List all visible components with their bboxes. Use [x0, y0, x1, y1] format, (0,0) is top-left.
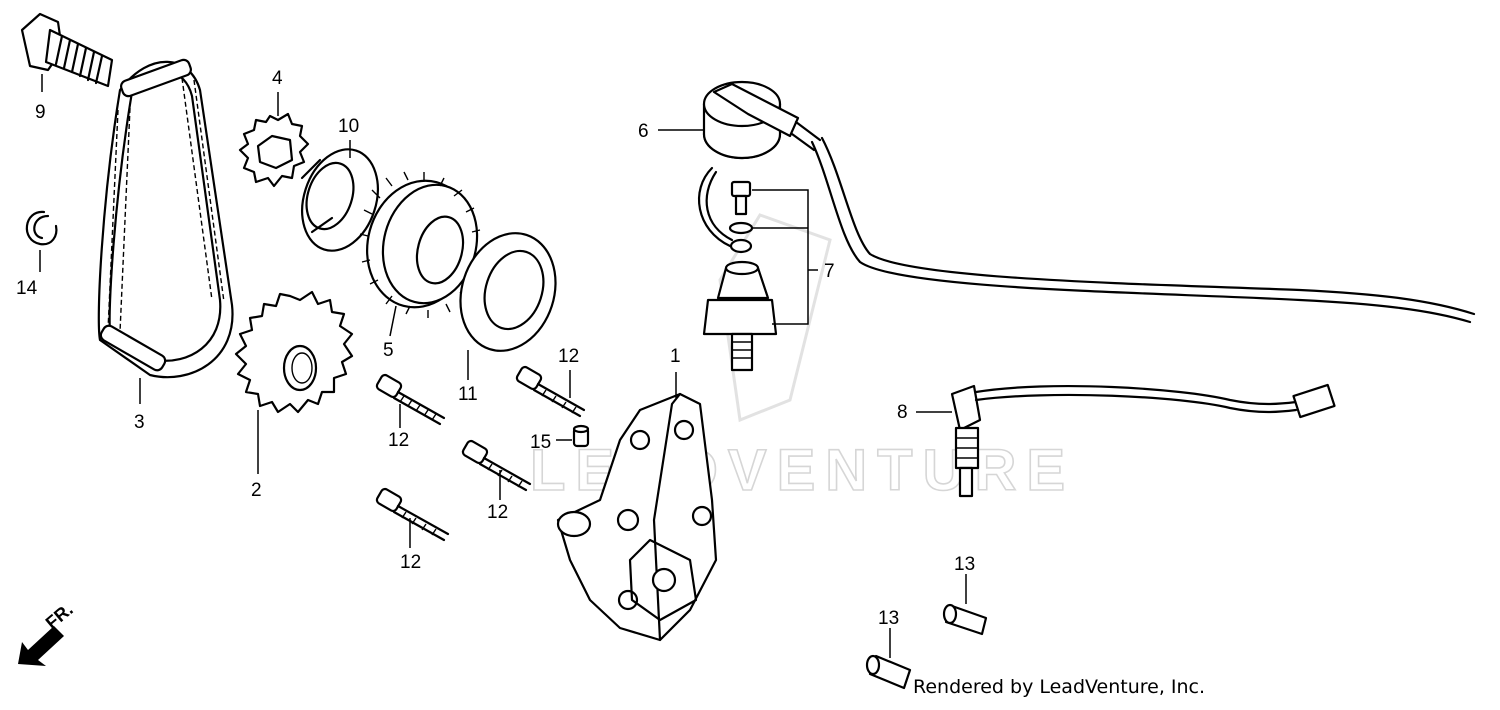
part-11-washer[interactable]: [446, 221, 571, 364]
callout-12-d: 12: [400, 552, 421, 573]
callout-2: 2: [251, 480, 262, 501]
callout-7: 7: [824, 261, 835, 282]
callout-4: 4: [272, 68, 283, 89]
callout-5: 5: [383, 340, 394, 361]
part-14-circlip[interactable]: [25, 210, 58, 246]
part-9-bolt[interactable]: [20, 12, 114, 88]
part-1-oil-pump[interactable]: [556, 392, 718, 642]
part-3-chain[interactable]: [97, 58, 234, 379]
part-12-bolt-upper-left[interactable]: [375, 373, 446, 426]
part-8-neutral-switch[interactable]: [950, 383, 1336, 498]
callout-9: 9: [35, 102, 46, 123]
callout-1: 1: [670, 346, 681, 367]
part-15-dowel-pin[interactable]: [572, 424, 590, 448]
part-12-bolt-lower[interactable]: [375, 487, 450, 542]
harness-wire: [698, 136, 1476, 324]
front-indicator-label: FR.: [42, 599, 77, 633]
part-12-bolt-upper-right[interactable]: [515, 365, 586, 418]
part-12-bolt-middle[interactable]: [461, 439, 532, 492]
part-4-sprocket[interactable]: [238, 112, 310, 188]
leader-lines: [39, 74, 967, 658]
callout-14: 14: [16, 278, 38, 299]
part-5-gear[interactable]: [353, 169, 490, 320]
part-7-pressure-switch[interactable]: [702, 180, 778, 372]
part-6-coil[interactable]: [702, 80, 822, 160]
callout-13-a: 13: [954, 554, 975, 575]
callout-11: 11: [458, 384, 478, 405]
part-13-dowel-lower[interactable]: [865, 654, 912, 690]
watermark: LEADVENTURE: [529, 213, 1066, 504]
callout-6: 6: [638, 121, 649, 142]
part-13-dowel-upper[interactable]: [942, 603, 988, 636]
callout-labels: 9 10 4 3 14 5 11 2 12 12 12 12 15 1 6 7 …: [16, 68, 975, 629]
callout-8: 8: [897, 402, 908, 423]
callout-13-b: 13: [878, 608, 899, 629]
callout-12-c: 12: [487, 502, 508, 523]
part-2-sprocket[interactable]: [234, 290, 354, 414]
callout-15: 15: [530, 432, 551, 453]
callout-12-a: 12: [558, 346, 579, 367]
callout-12-b: 12: [388, 430, 409, 451]
part-10-collar[interactable]: [290, 139, 391, 260]
callout-3: 3: [134, 412, 145, 433]
callout-10: 10: [338, 116, 359, 137]
credit-text: Rendered by LeadVenture, Inc.: [913, 676, 1206, 698]
front-arrow-icon: FR.: [18, 599, 77, 666]
